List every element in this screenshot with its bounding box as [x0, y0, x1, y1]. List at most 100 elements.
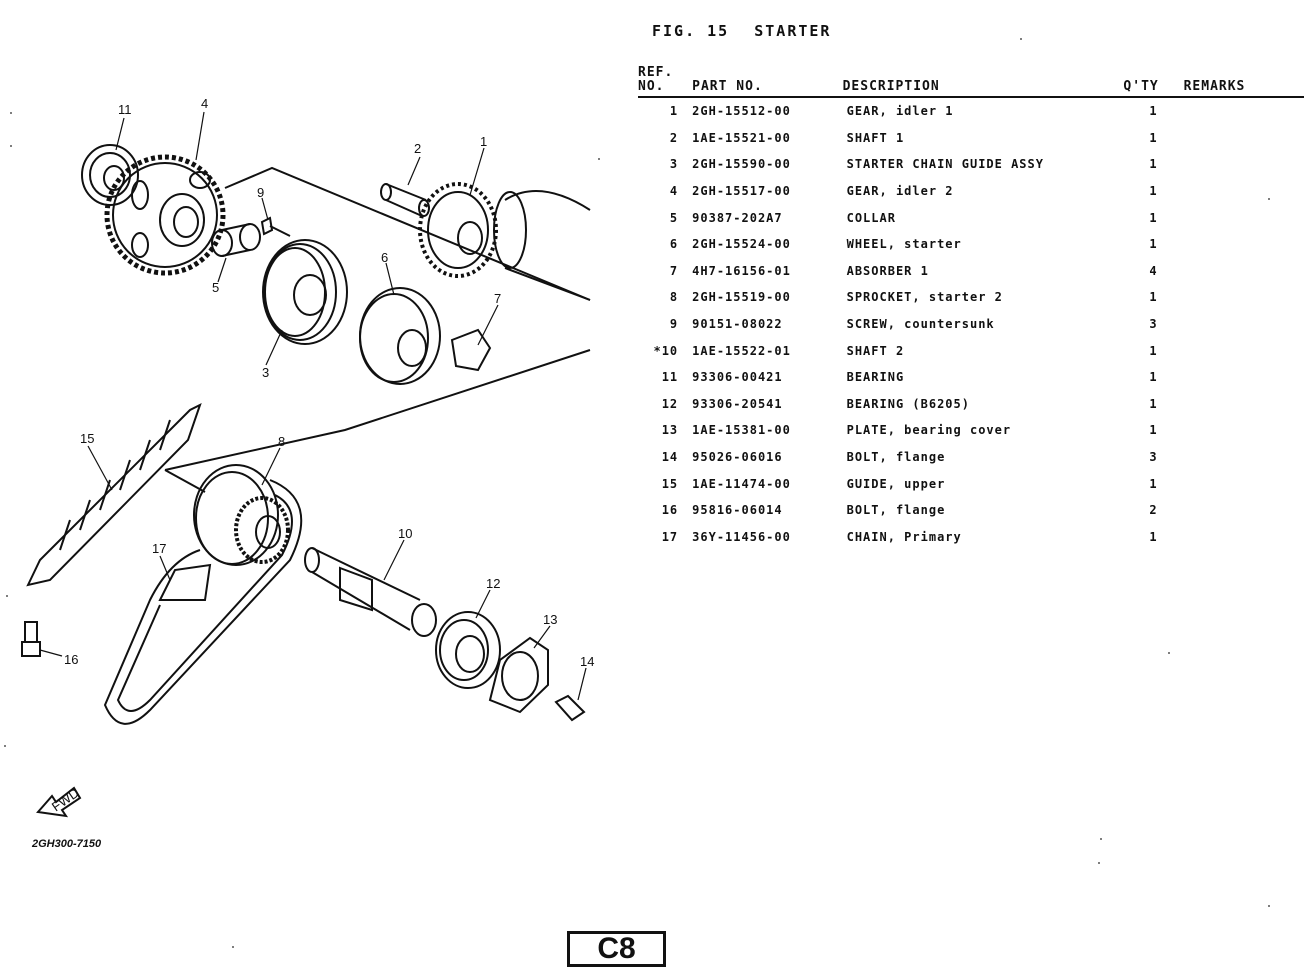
callout-9: 9 — [257, 185, 264, 200]
scan-speck — [6, 595, 8, 597]
callout-15: 15 — [80, 431, 94, 446]
cell-qty: 1 — [1149, 423, 1158, 438]
cell-part-no: 1AE-15521-00 — [692, 130, 791, 145]
assembly-outline — [224, 166, 591, 301]
bolt-14 — [554, 694, 586, 722]
callout-3: 3 — [262, 365, 269, 380]
callout-16: 16 — [64, 652, 78, 667]
cell-description: PLATE, bearing cover — [846, 423, 1012, 438]
cell-description: SHAFT 1 — [846, 130, 905, 145]
cell-ref-no: 17 — [661, 529, 679, 544]
cell-qty: 1 — [1149, 237, 1158, 252]
callout-8: 8 — [278, 434, 285, 449]
scan-speck — [1268, 905, 1270, 907]
cell-description: BOLT, flange — [846, 503, 946, 518]
cell-part-no: 95816-06014 — [692, 503, 783, 518]
cell-description: SHAFT 2 — [846, 343, 905, 358]
cell-qty: 1 — [1149, 130, 1158, 145]
cell-remarks — [1184, 284, 1304, 311]
cell-remarks — [1184, 204, 1304, 231]
cell-remarks — [1184, 364, 1304, 391]
cell-remarks — [1184, 178, 1304, 205]
cell-description: SPROCKET, starter 2 — [846, 290, 1003, 305]
cell-ref-no: 6 — [669, 237, 679, 252]
cell-ref-no: 13 — [661, 423, 679, 438]
cell-part-no: 2GH-15517-00 — [692, 184, 791, 199]
cell-description: COLLAR — [846, 210, 896, 225]
cell-qty: 1 — [1149, 343, 1158, 358]
cell-part-no: 2GH-15519-00 — [692, 290, 791, 305]
header-part-no: PART NO. — [692, 66, 843, 98]
cell-description: GEAR, idler 2 — [846, 184, 954, 199]
callout-12: 12 — [486, 576, 500, 591]
cell-description: BEARING (B6205) — [846, 396, 970, 411]
cell-part-no: 93306-20541 — [692, 396, 783, 411]
cell-remarks — [1184, 311, 1304, 338]
cell-description: GUIDE, upper — [846, 476, 946, 491]
cell-ref-no: 4 — [669, 184, 679, 199]
cell-description: WHEEL, starter — [846, 237, 962, 252]
gear-idler-1 — [418, 182, 591, 301]
cell-description: CHAIN, Primary — [846, 529, 962, 544]
cell-qty: 1 — [1149, 476, 1158, 491]
cell-qty: 1 — [1149, 290, 1158, 305]
cell-qty: 1 — [1149, 529, 1158, 544]
cell-part-no: 1AE-15381-00 — [692, 423, 791, 438]
scan-speck — [1020, 38, 1022, 40]
cell-part-no: 2GH-15524-00 — [692, 237, 791, 252]
header-ref-no: REF. NO. — [638, 66, 693, 98]
header-description: DESCRIPTION — [842, 66, 1124, 98]
callout-2: 2 — [414, 141, 421, 156]
shaft-2 — [380, 183, 430, 217]
cell-remarks — [1184, 258, 1304, 285]
cell-remarks — [1184, 497, 1304, 524]
cell-ref-no: 1 — [669, 104, 679, 119]
cell-part-no: 2GH-15512-00 — [692, 104, 791, 119]
cell-qty: 1 — [1149, 210, 1158, 225]
table-row: 4 2GH-15517-00 GEAR, idler 2 1 — [638, 178, 1304, 205]
scan-speck — [1100, 838, 1102, 840]
cell-part-no: 95026-06016 — [692, 450, 783, 465]
callout-1: 1 — [480, 134, 487, 149]
cell-part-no: 4H7-16156-01 — [692, 263, 791, 278]
parts-table: REF. NO. PART NO. DESCRIPTION Q'TY REMAR… — [638, 66, 1304, 550]
fwd-label: FWD — [49, 785, 82, 814]
cell-qty: 1 — [1149, 184, 1158, 199]
fwd-arrow — [36, 786, 82, 818]
cell-description: ABSORBER 1 — [846, 263, 929, 278]
scan-speck — [1098, 862, 1100, 864]
cell-description: STARTER CHAIN GUIDE ASSY — [846, 157, 1044, 172]
cell-remarks — [1184, 151, 1304, 178]
cell-ref-no: 9 — [669, 317, 679, 332]
cell-description: BEARING — [846, 370, 905, 385]
cell-part-no: 36Y-11456-00 — [692, 529, 791, 544]
callout-5: 5 — [212, 280, 219, 295]
bolt-16 — [21, 621, 41, 657]
collar-5 — [211, 223, 261, 257]
cell-part-no: 90387-202A7 — [692, 210, 783, 225]
cell-ref-no: 12 — [661, 396, 679, 411]
callout-6: 6 — [381, 250, 388, 265]
scan-speck — [1268, 198, 1270, 200]
cell-ref-no: 3 — [669, 157, 679, 172]
scan-speck — [4, 745, 6, 747]
cell-qty: 2 — [1149, 503, 1158, 518]
table-row: 6 2GH-15524-00 WHEEL, starter 1 — [638, 231, 1304, 258]
cell-qty: 1 — [1149, 370, 1158, 385]
cell-ref-no: 15 — [661, 476, 679, 491]
plate-13 — [488, 636, 549, 714]
shaft-10 — [304, 547, 437, 637]
cell-description: SCREW, countersunk — [846, 317, 995, 332]
cell-remarks — [1184, 444, 1304, 471]
scan-speck — [1168, 652, 1170, 654]
cell-ref-no: 11 — [661, 370, 679, 385]
